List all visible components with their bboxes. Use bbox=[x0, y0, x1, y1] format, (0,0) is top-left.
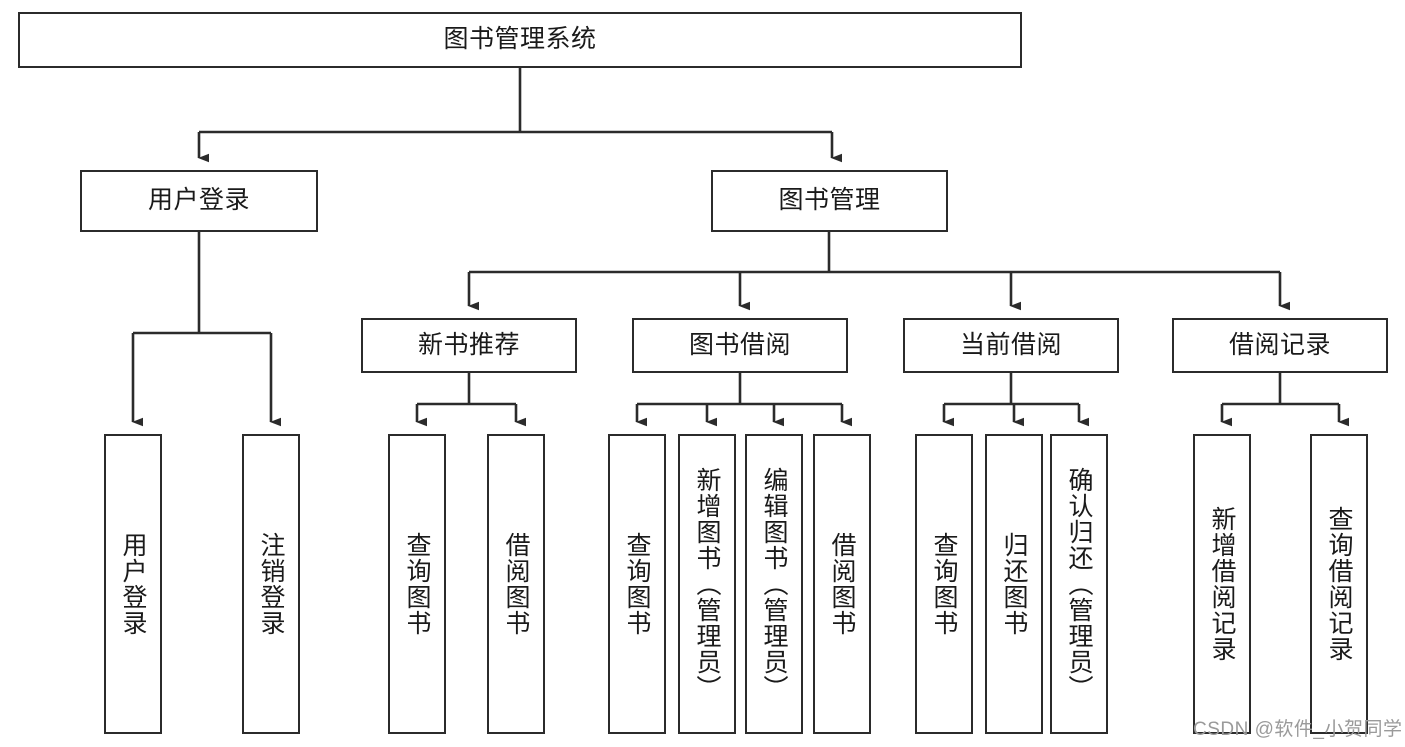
node-borrow-record-label: 借阅记录 bbox=[1228, 330, 1331, 359]
node-leaf-user-login[interactable]: 用户登录 bbox=[104, 434, 162, 734]
node-leaf-add-record[interactable]: 新增借阅记录 bbox=[1193, 434, 1251, 734]
node-leaf-confirm-return[interactable]: 确认归还（管理员） bbox=[1050, 434, 1108, 734]
node-root-label: 图书管理系统 bbox=[443, 25, 597, 54]
node-leaf-edit-book-label: 编辑图书（管理员） bbox=[760, 467, 788, 701]
node-leaf-query-book-3[interactable]: 查询图书 bbox=[915, 434, 973, 734]
node-book-borrow[interactable]: 图书借阅 bbox=[632, 318, 848, 373]
node-leaf-borrow-book-1[interactable]: 借阅图书 bbox=[487, 434, 545, 734]
node-root[interactable]: 图书管理系统 bbox=[18, 12, 1022, 68]
node-current-borrow-label: 当前借阅 bbox=[959, 330, 1062, 359]
node-leaf-query-record-label: 查询借阅记录 bbox=[1325, 506, 1353, 662]
node-leaf-add-book[interactable]: 新增图书（管理员） bbox=[678, 434, 736, 734]
node-leaf-query-book-3-label: 查询图书 bbox=[930, 532, 958, 636]
node-user-login-label: 用户登录 bbox=[147, 186, 250, 215]
node-leaf-query-book-1-label: 查询图书 bbox=[403, 532, 431, 636]
node-book-management-label: 图书管理 bbox=[778, 186, 881, 215]
node-leaf-user-login-label: 用户登录 bbox=[119, 532, 147, 636]
node-new-book-recommend-label: 新书推荐 bbox=[417, 330, 520, 359]
node-leaf-query-book-2[interactable]: 查询图书 bbox=[608, 434, 666, 734]
node-book-management[interactable]: 图书管理 bbox=[711, 170, 948, 232]
node-leaf-borrow-book-2-label: 借阅图书 bbox=[828, 532, 856, 636]
node-leaf-user-logout-label: 注销登录 bbox=[257, 532, 285, 636]
node-leaf-query-book-2-label: 查询图书 bbox=[623, 532, 651, 636]
node-leaf-edit-book[interactable]: 编辑图书（管理员） bbox=[745, 434, 803, 734]
node-leaf-confirm-return-label: 确认归还（管理员） bbox=[1065, 467, 1093, 701]
node-leaf-return-book[interactable]: 归还图书 bbox=[985, 434, 1043, 734]
node-book-borrow-label: 图书借阅 bbox=[688, 330, 791, 359]
node-leaf-query-book-1[interactable]: 查询图书 bbox=[388, 434, 446, 734]
node-borrow-record[interactable]: 借阅记录 bbox=[1172, 318, 1388, 373]
node-leaf-query-record[interactable]: 查询借阅记录 bbox=[1310, 434, 1368, 734]
node-new-book-recommend[interactable]: 新书推荐 bbox=[361, 318, 577, 373]
node-leaf-add-book-label: 新增图书（管理员） bbox=[693, 467, 721, 701]
node-leaf-borrow-book-2[interactable]: 借阅图书 bbox=[813, 434, 871, 734]
node-user-login[interactable]: 用户登录 bbox=[80, 170, 318, 232]
node-current-borrow[interactable]: 当前借阅 bbox=[903, 318, 1119, 373]
node-leaf-add-record-label: 新增借阅记录 bbox=[1208, 506, 1236, 662]
node-leaf-user-logout[interactable]: 注销登录 bbox=[242, 434, 300, 734]
node-leaf-borrow-book-1-label: 借阅图书 bbox=[502, 532, 530, 636]
node-leaf-return-book-label: 归还图书 bbox=[1000, 532, 1028, 636]
